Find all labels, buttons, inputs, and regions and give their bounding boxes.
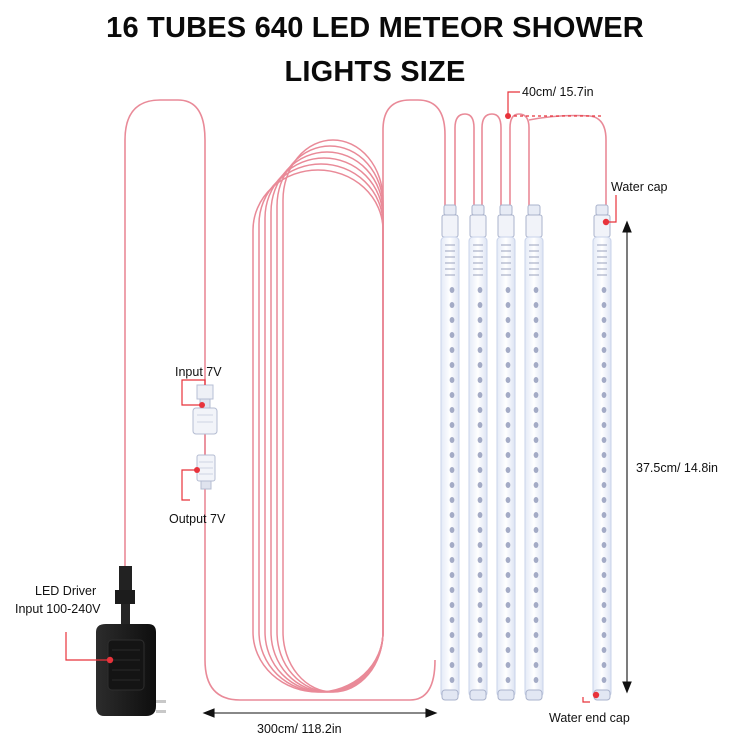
output-label: Output 7V	[169, 512, 226, 526]
light-tube	[468, 204, 488, 701]
input-connector	[181, 379, 218, 435]
tube-length-label: 37.5cm/ 14.8in	[636, 461, 718, 475]
light-tube	[440, 204, 460, 701]
spacing-label: 40cm/ 15.7in	[522, 85, 594, 99]
input-label: Input 7V	[175, 365, 222, 379]
output-connector	[181, 454, 216, 501]
driver-label-line-2: Input 100-240V	[15, 602, 101, 616]
tube-group	[440, 204, 612, 701]
water-end-cap-pointer	[582, 691, 600, 703]
water-end-cap-label: Water end cap	[549, 711, 630, 725]
driver-label-line-1: LED Driver	[35, 584, 97, 598]
water-cap-label: Water cap	[611, 180, 668, 194]
title-line-2: LIGHTS SIZE	[284, 56, 466, 88]
light-tube	[592, 204, 612, 701]
coiled-wire	[252, 139, 384, 693]
light-tube	[524, 204, 544, 701]
spacing-indicator	[505, 91, 604, 119]
tube-wires	[382, 99, 607, 330]
feed-cable	[124, 99, 436, 701]
cable-length-arrow	[202, 708, 438, 718]
led-driver	[65, 566, 166, 716]
cable-length-label: 300cm/ 118.2in	[257, 722, 342, 736]
tube-length-arrow	[622, 220, 632, 694]
title-line-1: 16 TUBES 640 LED METEOR SHOWER	[106, 12, 644, 44]
light-tube	[496, 204, 516, 701]
page-title: 16 TUBES 640 LED METEOR SHOWER LIGHTS SI…	[0, 6, 750, 94]
water-cap-pointer	[602, 195, 617, 226]
